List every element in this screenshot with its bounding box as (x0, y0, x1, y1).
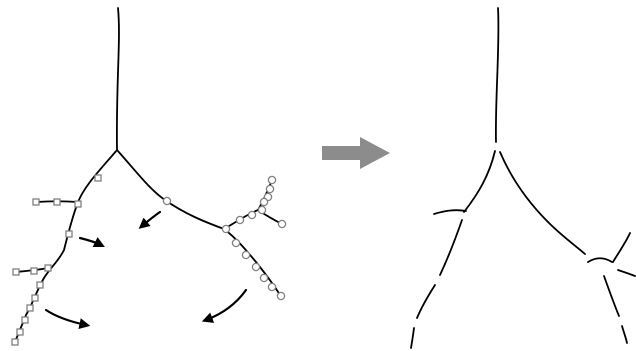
circle-marker-icon (267, 175, 277, 185)
square-marker-icon (74, 200, 82, 208)
square-marker-icon (26, 304, 34, 312)
left-panel (11, 7, 287, 346)
right-main-stem-curve (494, 7, 500, 143)
transition-arrow (322, 137, 390, 169)
left-curves (13, 7, 283, 345)
right-left-branch-curve (439, 219, 463, 276)
right-right-branch-curve (499, 151, 586, 255)
circle-marker-icon (231, 238, 241, 248)
square-marker-icon (30, 267, 38, 275)
circle-marker-icon (276, 291, 286, 301)
motion-arrows (44, 210, 248, 329)
motion-arrow-3 (44, 308, 91, 329)
right-right-twig-down-curve (603, 275, 620, 317)
right-right-twig-up-curve (612, 232, 631, 263)
circle-marker-icon (265, 184, 275, 194)
right-stem-gap-piece (463, 150, 496, 213)
right-arrow-icon (322, 137, 390, 169)
right-left-twig-curve (433, 209, 467, 215)
square-marker-icon (31, 294, 39, 302)
square-marker-icon (36, 281, 44, 289)
circle-marker-icon (267, 282, 277, 292)
square-marker-icon (16, 328, 24, 336)
circle-marker-icon (162, 196, 172, 206)
right-curves (410, 7, 636, 349)
left-main-stem-curve (115, 7, 120, 151)
circle-marker-icon (221, 224, 231, 234)
right-right-twig-tip-curve (621, 325, 628, 344)
square-marker-icon (94, 174, 102, 182)
motion-arrow-2 (138, 210, 162, 229)
right-far-twig-curve (617, 269, 636, 277)
right-left-branch-tip-curve (410, 327, 415, 349)
circle-marker-icon (247, 210, 257, 220)
square-marker-icon (32, 198, 40, 206)
circle-marker-icon (241, 250, 251, 260)
square-marker-icon (65, 230, 73, 238)
circle-markers (162, 175, 287, 301)
circle-marker-icon (277, 219, 287, 229)
square-marker-icon (44, 264, 52, 272)
circle-marker-icon (259, 197, 269, 207)
right-panel (410, 7, 636, 349)
square-marker-icon (53, 198, 61, 206)
square-marker-icon (11, 338, 19, 346)
right-left-branch-lower-curve (416, 284, 436, 319)
square-markers (11, 174, 102, 346)
motion-arrow-4 (201, 288, 248, 323)
square-marker-icon (12, 268, 20, 276)
circle-marker-icon (251, 262, 261, 272)
right-branch-curve (116, 149, 281, 296)
circle-marker-icon (235, 215, 245, 225)
circle-marker-icon (259, 273, 269, 283)
circle-marker-icon (257, 205, 267, 215)
right-right-fork-curve (587, 257, 613, 263)
square-marker-icon (21, 316, 29, 324)
motion-arrow-1 (78, 236, 105, 247)
